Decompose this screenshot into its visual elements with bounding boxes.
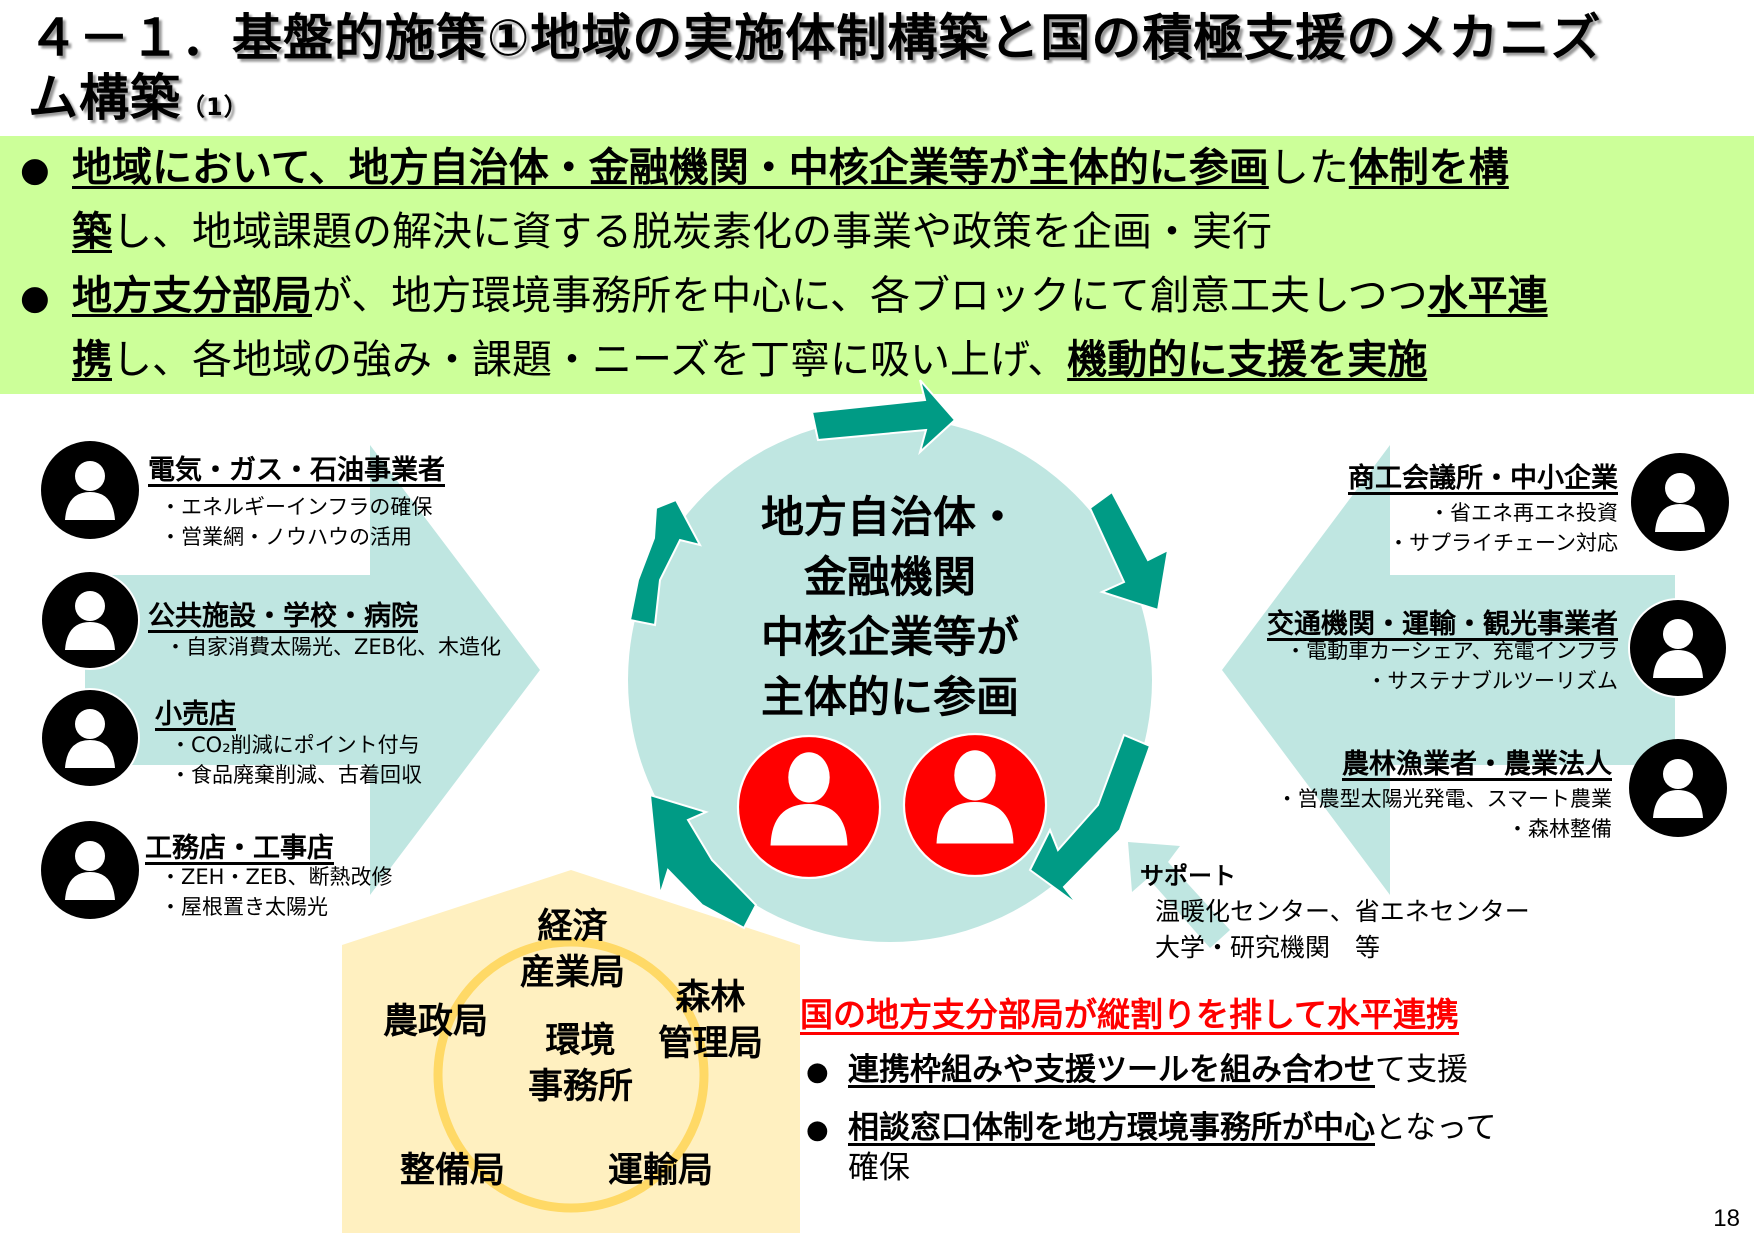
stakeholder-title: 商工会議所・中小企業 xyxy=(1348,463,1618,494)
stakeholder-items: ・CO₂削減にポイント付与 ・食品廃棄削減、古着回収 xyxy=(170,733,422,787)
person-icon xyxy=(41,441,139,539)
stakeholder-title: 小売店 xyxy=(155,699,236,730)
person-icon-red xyxy=(902,732,1048,878)
national-bullet-2: ●相談窓口体制を地方環境事務所が中心となって xyxy=(806,1108,1497,1150)
banner-bullet-1-line-2: 築し、地域課題の解決に資する脱炭素化の事業や政策を企画・実行 xyxy=(72,209,1272,255)
bullet-icon: ● xyxy=(806,1115,829,1145)
national-coordination-heading: 国の地方支分部局が縦割りを排して水平連携 xyxy=(800,995,1460,1034)
person-icon xyxy=(1628,598,1728,698)
stakeholder-items: ・ZEH・ZEB、断熱改修 ・屋根置き太陽光 xyxy=(160,865,393,919)
bullet-icon: ● xyxy=(806,1057,829,1087)
person-icon xyxy=(1629,739,1727,837)
cycle-arrow-top xyxy=(810,379,957,456)
banner-bullet-2-line-2: 携し、各地域の強み・課題・ニーズを丁寧に吸い上げ、機動的に支援を実施 xyxy=(72,337,1428,383)
person-icon xyxy=(41,821,139,919)
bureau-keizai-sangyo: 経済 産業局 xyxy=(520,907,626,993)
bureau-seibi: 整備局 xyxy=(400,1151,506,1191)
stakeholder-items: ・自家消費太陽光、ZEB化、木造化 xyxy=(165,635,502,659)
stakeholder-items: ・省エネ再エネ投資 ・サプライチェーン対応 xyxy=(1388,501,1618,555)
right-flow-arrow xyxy=(1222,445,1675,895)
national-bullet-2-cont: 確保 xyxy=(848,1150,910,1186)
bureau-shinrin-kanri: 森林 管理局 xyxy=(658,978,764,1064)
banner-bullet-1-line-1: ●地域において、地方自治体・金融機関・中核企業等が主体的に参画した体制を構 xyxy=(20,136,1509,202)
stakeholder-items: ・営農型太陽光発電、スマート農業 ・森林整備 xyxy=(1276,787,1612,841)
support-list: 温暖化センター、省エネセンター 大学・研究機関 等 xyxy=(1155,897,1530,962)
person-icon xyxy=(40,688,140,788)
person-icon xyxy=(1631,453,1729,551)
person-icon xyxy=(40,570,140,670)
stakeholder-items: ・電動車カーシェア、充電インフラ ・サステナブルツーリズム xyxy=(1285,639,1618,693)
stakeholder-title: 公共施設・学校・病院 xyxy=(148,601,418,632)
bureau-unyu: 運輸局 xyxy=(608,1151,714,1191)
stakeholder-title: 工務店・工事店 xyxy=(145,833,334,864)
center-participants-label: 地方自治体・ 金融機関 中核企業等が 主体的に参画 xyxy=(761,493,1019,723)
stakeholder-items: ・エネルギーインフラの確保 ・営業網・ノウハウの活用 xyxy=(160,495,433,549)
person-icon-red xyxy=(736,734,882,880)
support-title: サポート xyxy=(1140,862,1236,890)
support-arrow xyxy=(1128,842,1230,948)
summary-banner: ●地域において、地方自治体・金融機関・中核企業等が主体的に参画した体制を構 築し… xyxy=(0,136,1754,394)
cycle-arrow-left xyxy=(628,498,702,627)
title-line-1: ４－１．基盤的施策①地域の実施体制構築と国の積極支援のメカニズ xyxy=(28,9,1602,67)
bureau-nousei: 農政局 xyxy=(383,1002,489,1042)
national-bullet-1: ●連携枠組みや支援ツールを組み合わせて支援 xyxy=(806,1050,1468,1092)
banner-bullet-2-line-1: ●地方支分部局が、地方環境事務所を中心に、各ブロックにて創意工夫しつつ水平連 xyxy=(20,264,1548,330)
bureau-kankyo-jimusho: 環境 事務所 xyxy=(528,1021,634,1107)
cycle-arrow-right xyxy=(1088,490,1170,612)
cycle-arrow-lower-left xyxy=(648,793,758,930)
title-line-2: ム構築（1） xyxy=(28,69,249,127)
bureau-ring xyxy=(433,937,709,1213)
stakeholder-title: 電気・ガス・石油事業者 xyxy=(148,455,445,486)
cycle-arrows xyxy=(628,379,1170,930)
bullet-icon: ● xyxy=(20,150,50,190)
stakeholder-title: 交通機関・運輸・観光事業者 xyxy=(1267,609,1618,640)
bullet-icon: ● xyxy=(20,278,50,318)
page-title: ４－１．基盤的施策①地域の実施体制構築と国の積極支援のメカニズ ム構築（1） xyxy=(28,8,1748,137)
page-number: 18 xyxy=(1713,1205,1740,1232)
title-suffix: （1） xyxy=(181,93,249,121)
left-flow-arrow xyxy=(85,445,540,895)
stakeholder-title: 農林漁業者・農業法人 xyxy=(1342,749,1612,780)
cycle-arrow-lower-right xyxy=(1028,733,1152,906)
